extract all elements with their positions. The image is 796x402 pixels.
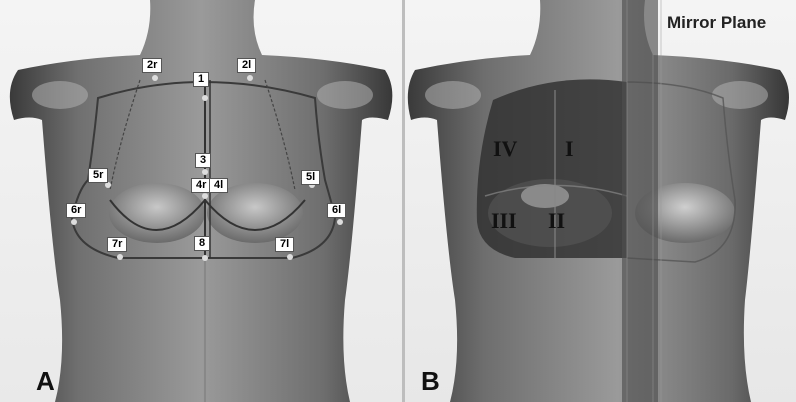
landmark-2l: 2l (237, 58, 256, 73)
quadrant-iv-label: IV (493, 136, 517, 162)
landmark-2r: 2r (142, 58, 162, 73)
quadrant-ii-label: II (548, 208, 565, 234)
mirror-plane-label: Mirror Plane (667, 13, 766, 33)
panel-b: Mirror Plane I II III IV B (405, 0, 796, 402)
landmark-3: 3 (195, 153, 211, 168)
panel-letter-a: A (36, 366, 55, 397)
landmark-4l: 4l (209, 178, 228, 193)
landmark-6r: 6r (66, 203, 86, 218)
quadrant-iii-label: III (491, 208, 517, 234)
landmark-5r: 5r (88, 168, 108, 183)
landmark-7l: 7l (275, 237, 294, 252)
landmark-1: 1 (193, 72, 209, 87)
quadrant-i-label: I (565, 136, 574, 162)
landmark-8: 8 (194, 236, 210, 251)
landmark-6l: 6l (327, 203, 346, 218)
torso-a-illustration (0, 0, 402, 402)
panel-a: 1 2r 2l 3 4r 4l 5r 5l 6r 6l 7r 7l 8 A (0, 0, 402, 402)
torso-b-illustration (405, 0, 796, 402)
panel-letter-b: B (421, 366, 440, 397)
landmark-7r: 7r (107, 237, 127, 252)
landmark-5l: 5l (301, 170, 320, 185)
